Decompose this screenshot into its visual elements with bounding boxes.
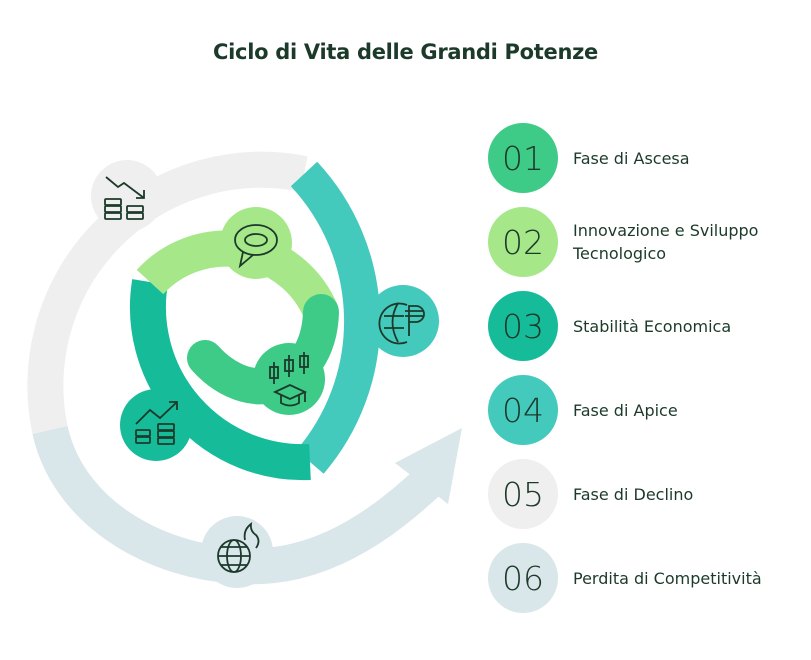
globe-peso-icon: [367, 285, 439, 357]
phase-6-arrowhead: [395, 428, 462, 504]
decline-chart-coins-icon: [91, 160, 163, 232]
candlestick-graduation-cap-icon: [253, 343, 325, 415]
growth-chart-coins-icon: [120, 389, 192, 461]
page-title: Ciclo di Vita delle Grandi Potenze: [213, 40, 598, 64]
phase-4-arc: [290, 161, 381, 474]
phase-5-arc: [27, 151, 308, 434]
burning-globe-icon: [201, 516, 273, 588]
speech-bubble-icon: [220, 207, 292, 279]
